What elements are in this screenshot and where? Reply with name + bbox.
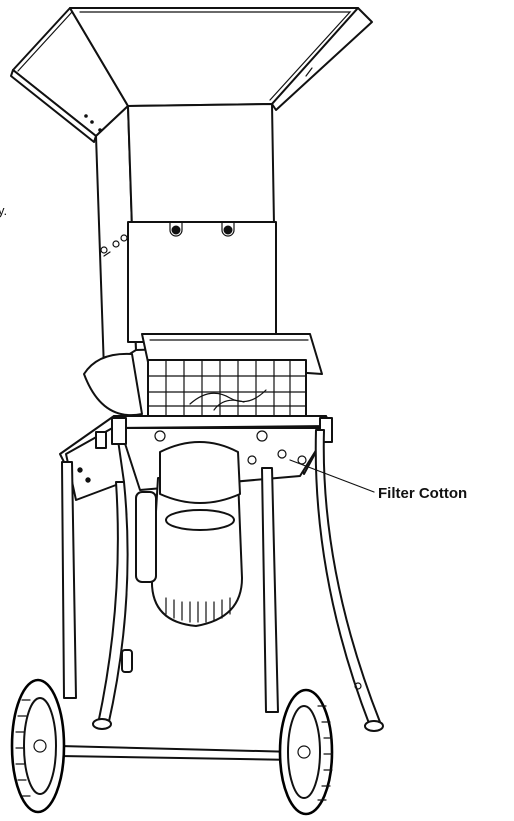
filter-cotton-label: Filter Cotton	[378, 485, 467, 502]
left-wheel	[10, 678, 66, 814]
discharge-guard	[83, 333, 323, 417]
feed-chute	[95, 103, 277, 371]
cropped-text-fragment: y.	[0, 203, 7, 218]
leader-line	[289, 459, 375, 493]
right-wheel	[278, 688, 334, 816]
filter-cotton-callout: Filter Cotton	[289, 459, 467, 502]
stand-legs	[59, 429, 384, 761]
motor	[135, 441, 243, 627]
hopper	[10, 7, 373, 143]
